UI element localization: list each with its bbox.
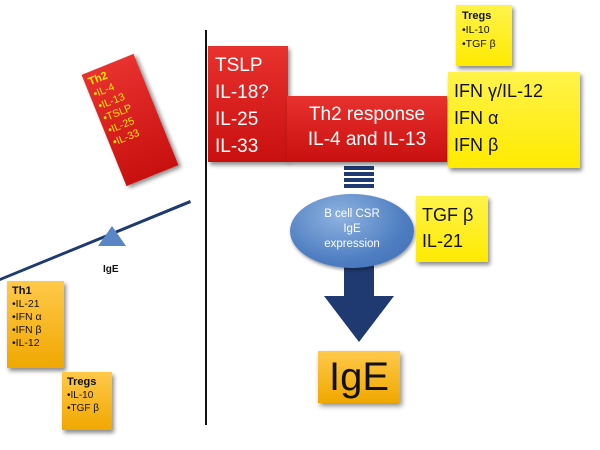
epithelial-cytokine-box: TSLP IL-18? IL-25 IL-33	[208, 46, 288, 162]
th1-cytokine-box: Th1 •IL-21 •IFN α •IFN β •IL-12	[7, 281, 64, 368]
tregs-right-item: •TGF β	[462, 38, 496, 50]
th1-item: •IL-12	[12, 337, 40, 349]
ifn-item: IFN α	[454, 108, 499, 128]
th1-title: Th1	[12, 285, 32, 297]
fulcrum-triangle	[98, 226, 126, 246]
th1-item: •IFN α	[12, 311, 42, 323]
vertical-divider	[205, 30, 207, 425]
ifn-item: IFN γ/IL-12	[454, 81, 544, 101]
tregs-left-item: •IL-10	[67, 390, 94, 401]
th2-response-box: Th2 response IL-4 and IL-13	[287, 96, 447, 162]
bcell-line: IgE	[343, 223, 361, 235]
th1-item: •IL-21	[12, 298, 40, 310]
cytokine-item: IL-25	[215, 109, 259, 130]
ifn-box: IFN γ/IL-12 IFN α IFN β	[448, 72, 580, 168]
tregs-right-title: Tregs	[462, 10, 492, 22]
seesaw-beam	[0, 200, 191, 281]
tgf-item: TGF β	[422, 205, 474, 225]
tgf-il21-box: TGF β IL-21	[416, 196, 488, 262]
b-cell-csr-ellipse: B cell CSR IgE expression	[290, 194, 414, 268]
cytokine-item: IL-18?	[215, 82, 269, 103]
tregs-right-item: •IL-10	[462, 24, 490, 36]
tregs-left-box: Tregs •IL-10 •TGF β	[62, 372, 112, 430]
bcell-line: B cell CSR	[324, 208, 380, 220]
arrow-stripes	[344, 166, 374, 188]
th1-item: •IFN β	[12, 324, 42, 336]
fulcrum-ige-label: IgE	[103, 264, 119, 275]
cytokine-item: IL-33	[215, 136, 259, 157]
ige-output-box: IgE	[318, 351, 400, 403]
th2-response-subtitle: IL-4 and IL-13	[307, 129, 427, 150]
tregs-right-box: Tregs •IL-10 •TGF β	[456, 5, 512, 66]
tregs-left-title: Tregs	[67, 376, 97, 388]
down-arrow	[324, 262, 394, 342]
ifn-item: IFN β	[454, 135, 499, 155]
th2-response-title: Th2 response	[308, 104, 426, 125]
cytokine-item: TSLP	[215, 55, 263, 76]
tregs-left-item: •TGF β	[67, 403, 100, 414]
bcell-line: expression	[324, 238, 380, 250]
tgf-item: IL-21	[422, 231, 464, 251]
